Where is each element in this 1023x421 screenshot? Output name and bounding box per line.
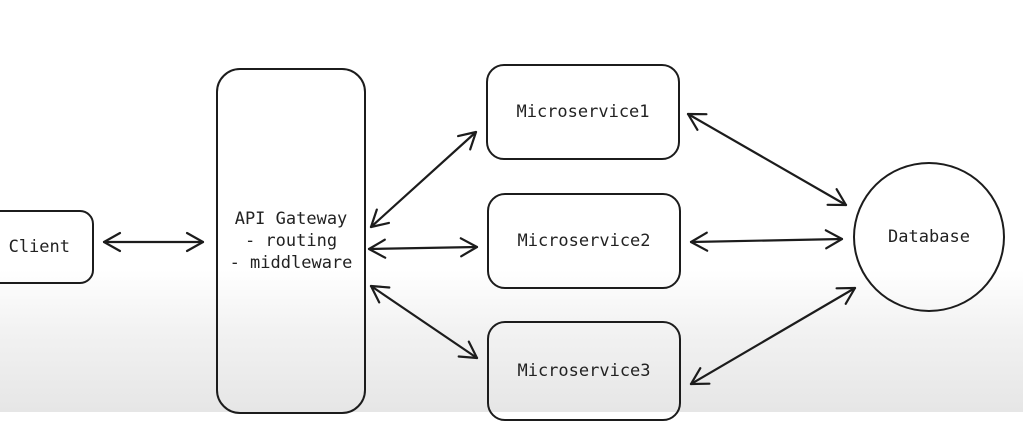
arrow-client-gateway — [102, 231, 205, 253]
arrowhead-end — [824, 229, 844, 250]
microservice1-node[interactable]: Microservice1 — [486, 64, 680, 160]
arrow-microservice3-database — [689, 286, 857, 386]
arrowhead-start — [369, 208, 390, 229]
arrowhead-end — [459, 237, 479, 258]
microservice2-node[interactable]: Microservice2 — [487, 193, 681, 289]
arrowhead-start — [369, 284, 391, 304]
arrowhead-start — [689, 231, 709, 252]
arrow-microservice1-database — [686, 112, 848, 207]
arrow-microservice2-database — [689, 229, 844, 252]
arrowhead-start — [367, 238, 387, 259]
connections-layer — [102, 112, 857, 386]
microservice3-label: Microservice3 — [517, 361, 651, 381]
arrowhead-end — [835, 286, 857, 305]
database-node[interactable]: Database — [853, 162, 1005, 312]
gateway-feature-middleware: - middleware — [229, 253, 353, 273]
arrow-shaft — [369, 284, 479, 360]
api-gateway-node[interactable]: API Gateway - routing - middleware — [216, 68, 366, 414]
gateway-feature-routing: - routing — [244, 231, 338, 251]
microservice1-label: Microservice1 — [516, 102, 650, 122]
arrow-shaft — [689, 237, 844, 244]
gateway-title: API Gateway — [234, 209, 348, 229]
arrow-gateway-microservice2 — [367, 237, 479, 259]
microservice3-node[interactable]: Microservice3 — [487, 321, 681, 421]
arrowhead-end — [185, 231, 205, 253]
arrowhead-start — [689, 367, 711, 386]
arrow-shaft — [369, 130, 478, 229]
arrowhead-end — [457, 340, 479, 360]
arrow-shaft — [686, 112, 848, 207]
arrow-shaft — [689, 286, 857, 386]
client-label: Client — [8, 237, 70, 257]
client-node[interactable]: Client — [0, 210, 94, 284]
arrowhead-end — [457, 130, 478, 151]
arrow-gateway-microservice1 — [369, 130, 478, 229]
arrowhead-start — [102, 231, 122, 253]
arrowhead-end — [826, 188, 848, 207]
arrow-shaft — [367, 245, 479, 251]
microservice2-label: Microservice2 — [517, 231, 651, 251]
arrow-gateway-microservice3 — [369, 284, 479, 360]
arrowhead-start — [686, 112, 708, 131]
database-label: Database — [888, 227, 970, 247]
